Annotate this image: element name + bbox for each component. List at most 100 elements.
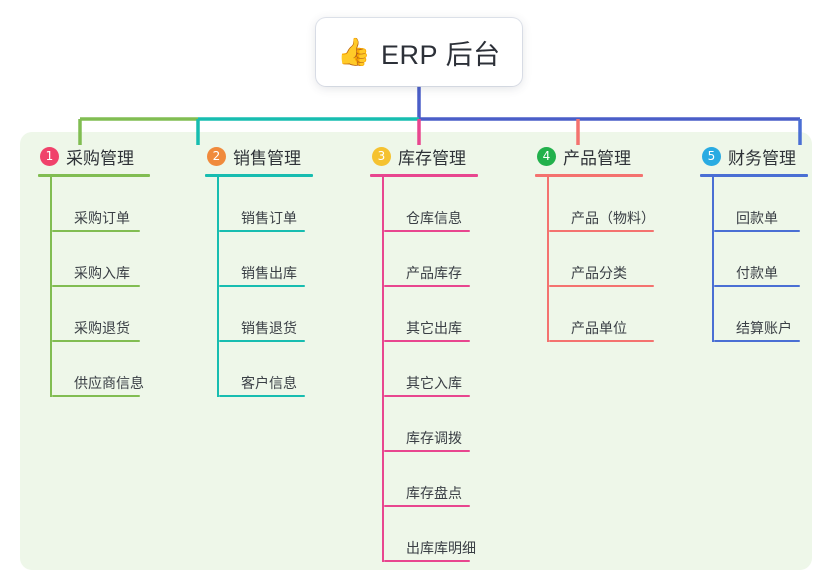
- column-header-rule: [38, 174, 150, 177]
- menu-item-label: 采购退货: [74, 320, 130, 336]
- column-title: 销售管理: [233, 148, 301, 168]
- branch-spine: [217, 177, 219, 397]
- column-items: 采购订单采购入库采购退货供应商信息: [50, 177, 150, 397]
- menu-item-rule: [384, 230, 470, 232]
- menu-item[interactable]: 销售订单: [217, 177, 313, 232]
- column-number-badge: 1: [40, 146, 59, 166]
- column-number-badge: 5: [702, 146, 721, 166]
- column-2: 2 销售管理销售订单销售出库销售退货客户信息: [205, 143, 313, 397]
- column-header-rule: [535, 174, 643, 177]
- column-header-rule: [700, 174, 808, 177]
- column-title: 采购管理: [66, 148, 134, 168]
- menu-item-rule: [219, 285, 305, 287]
- diagram-panel: [20, 132, 812, 570]
- menu-item[interactable]: 付款单: [712, 232, 808, 287]
- menu-item[interactable]: 采购订单: [50, 177, 150, 232]
- menu-item-label: 销售出库: [241, 265, 297, 281]
- column-number-badge: 3: [372, 146, 391, 166]
- menu-item-label: 采购订单: [74, 210, 130, 226]
- column-header-rule: [370, 174, 478, 177]
- menu-item[interactable]: 销售出库: [217, 232, 313, 287]
- column-items: 仓库信息产品库存其它出库其它入库库存调拨库存盘点出库库明细: [382, 177, 478, 562]
- menu-item-label: 付款单: [736, 265, 778, 281]
- menu-item-rule: [219, 395, 305, 397]
- column-1: 1 采购管理采购订单采购入库采购退货供应商信息: [38, 143, 150, 397]
- column-header[interactable]: 1 采购管理: [38, 143, 150, 169]
- menu-item[interactable]: 其它出库: [382, 287, 478, 342]
- menu-item-rule: [52, 395, 140, 397]
- menu-item-rule: [384, 450, 470, 452]
- menu-item-rule: [52, 230, 140, 232]
- menu-item-label: 出库库明细: [406, 540, 476, 556]
- menu-item[interactable]: 库存盘点: [382, 452, 478, 507]
- menu-item-label: 库存盘点: [406, 485, 462, 501]
- menu-item-label: 采购入库: [74, 265, 130, 281]
- column-items: 回款单付款单结算账户: [712, 177, 808, 342]
- menu-item-rule: [549, 230, 654, 232]
- menu-item[interactable]: 产品（物料）: [547, 177, 655, 232]
- column-3: 3 库存管理仓库信息产品库存其它出库其它入库库存调拨库存盘点出库库明细: [370, 143, 478, 562]
- menu-item[interactable]: 出库库明细: [382, 507, 478, 562]
- menu-item[interactable]: 仓库信息: [382, 177, 478, 232]
- menu-item-label: 销售订单: [241, 210, 297, 226]
- menu-item[interactable]: 产品单位: [547, 287, 655, 342]
- menu-item-label: 结算账户: [736, 320, 792, 336]
- menu-item-rule: [219, 340, 305, 342]
- column-5: 5 财务管理回款单付款单结算账户: [700, 143, 808, 342]
- menu-item[interactable]: 销售退货: [217, 287, 313, 342]
- menu-item-rule: [384, 285, 470, 287]
- column-header[interactable]: 3 库存管理: [370, 143, 478, 169]
- menu-item[interactable]: 回款单: [712, 177, 808, 232]
- menu-item-rule: [714, 230, 800, 232]
- menu-item[interactable]: 客户信息: [217, 342, 313, 397]
- branch-spine: [382, 177, 384, 562]
- menu-item-label: 库存调拨: [406, 430, 462, 446]
- menu-item-rule: [219, 230, 305, 232]
- menu-item[interactable]: 供应商信息: [50, 342, 150, 397]
- menu-item-label: 销售退货: [241, 320, 297, 336]
- column-header[interactable]: 5 财务管理: [700, 143, 808, 169]
- menu-item[interactable]: 结算账户: [712, 287, 808, 342]
- menu-item[interactable]: 其它入库: [382, 342, 478, 397]
- menu-item-rule: [52, 285, 140, 287]
- menu-item-label: 产品库存: [406, 265, 462, 281]
- menu-item-label: 产品单位: [571, 320, 627, 336]
- root-node[interactable]: 👍 ERP 后台: [316, 18, 522, 86]
- menu-item-rule: [714, 285, 800, 287]
- menu-item-label: 供应商信息: [74, 375, 144, 391]
- menu-item-rule: [549, 285, 654, 287]
- menu-item-rule: [384, 340, 470, 342]
- column-header[interactable]: 2 销售管理: [205, 143, 313, 169]
- menu-item[interactable]: 产品分类: [547, 232, 655, 287]
- column-number-badge: 2: [207, 146, 226, 166]
- menu-item-rule: [384, 395, 470, 397]
- menu-item-rule: [52, 340, 140, 342]
- branch-spine: [50, 177, 52, 397]
- menu-item-label: 其它出库: [406, 320, 462, 336]
- menu-item-label: 产品分类: [571, 265, 627, 281]
- column-title: 财务管理: [728, 148, 796, 168]
- menu-item[interactable]: 产品库存: [382, 232, 478, 287]
- menu-item[interactable]: 采购入库: [50, 232, 150, 287]
- menu-item-label: 回款单: [736, 210, 778, 226]
- column-header-rule: [205, 174, 313, 177]
- menu-item-label: 其它入库: [406, 375, 462, 391]
- menu-item-rule: [384, 560, 470, 562]
- branch-spine: [547, 177, 549, 342]
- menu-item[interactable]: 库存调拨: [382, 397, 478, 452]
- thumbs-up-icon: 👍: [337, 36, 372, 67]
- menu-item-label: 产品（物料）: [571, 210, 655, 226]
- menu-item[interactable]: 采购退货: [50, 287, 150, 342]
- menu-item-rule: [714, 340, 800, 342]
- menu-item-label: 仓库信息: [406, 210, 462, 226]
- root-title: ERP 后台: [381, 39, 501, 70]
- column-title: 库存管理: [398, 148, 466, 168]
- menu-item-label: 客户信息: [241, 375, 297, 391]
- menu-item-rule: [549, 340, 654, 342]
- column-title: 产品管理: [563, 148, 631, 168]
- branch-spine: [712, 177, 714, 342]
- column-items: 销售订单销售出库销售退货客户信息: [217, 177, 313, 397]
